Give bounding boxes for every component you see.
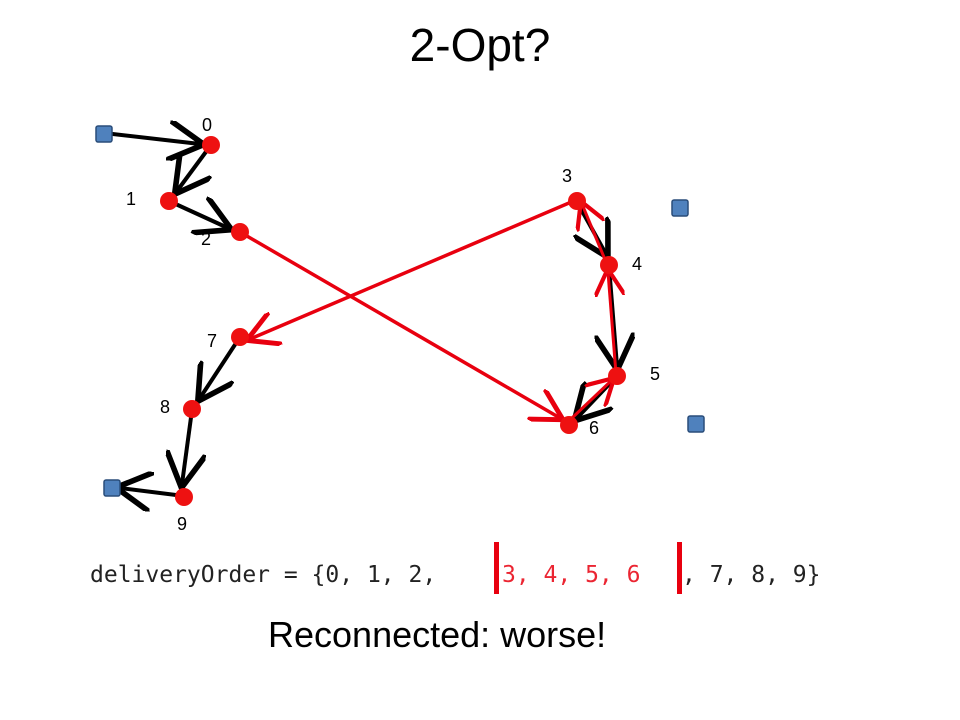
depot-bottom-left xyxy=(103,479,121,497)
node-0 xyxy=(202,136,220,154)
depot-right-bottom xyxy=(687,415,705,433)
slide-title: 2-Opt? xyxy=(409,19,551,71)
edge-8-to-9 xyxy=(182,409,192,484)
node-label-2: 2 xyxy=(201,229,211,249)
node-1 xyxy=(160,192,178,210)
node-label-3: 3 xyxy=(562,166,572,186)
delivery-order-reversed-segment: 3, 4, 5, 6 xyxy=(502,562,641,588)
edge-depot-to-0 xyxy=(103,133,200,144)
edge-reversed-4-to-3 xyxy=(582,204,608,263)
node-label-5: 5 xyxy=(650,364,660,384)
node-7 xyxy=(231,328,249,346)
edge-1-to-2 xyxy=(168,201,228,228)
node-4 xyxy=(600,256,618,274)
edge-9-to-depot xyxy=(120,488,185,496)
node-3 xyxy=(568,192,586,210)
node-label-6: 6 xyxy=(589,418,599,438)
delivery-order-prefix: deliveryOrder = {0, 1, 2, xyxy=(90,562,451,588)
node-5 xyxy=(608,367,626,385)
node-label-0: 0 xyxy=(202,115,212,135)
node-8 xyxy=(183,400,201,418)
edge-reversed-5-to-4 xyxy=(608,272,616,375)
node-label-7: 7 xyxy=(207,331,217,351)
node-label-8: 8 xyxy=(160,397,170,417)
depot-right-top xyxy=(671,199,689,217)
depot-top-left xyxy=(95,125,113,143)
delivery-order-suffix: , 7, 8, 9} xyxy=(682,562,821,588)
node-label-4: 4 xyxy=(632,254,642,274)
segment-end-bar xyxy=(677,542,682,594)
node-label-9: 9 xyxy=(177,514,187,534)
edge-reversed-6-to-5 xyxy=(570,380,612,420)
node-6 xyxy=(560,416,578,434)
node-9 xyxy=(175,488,193,506)
result-caption: Reconnected: worse! xyxy=(268,614,607,655)
edge-new-2-to-6 xyxy=(239,230,560,418)
edge-7-to-8 xyxy=(200,335,242,398)
node-label-1: 1 xyxy=(126,189,136,209)
node-2 xyxy=(231,223,249,241)
edge-new-3-to-7 xyxy=(250,198,577,339)
segment-start-bar xyxy=(494,542,499,594)
edge-0-to-1 xyxy=(177,143,213,191)
